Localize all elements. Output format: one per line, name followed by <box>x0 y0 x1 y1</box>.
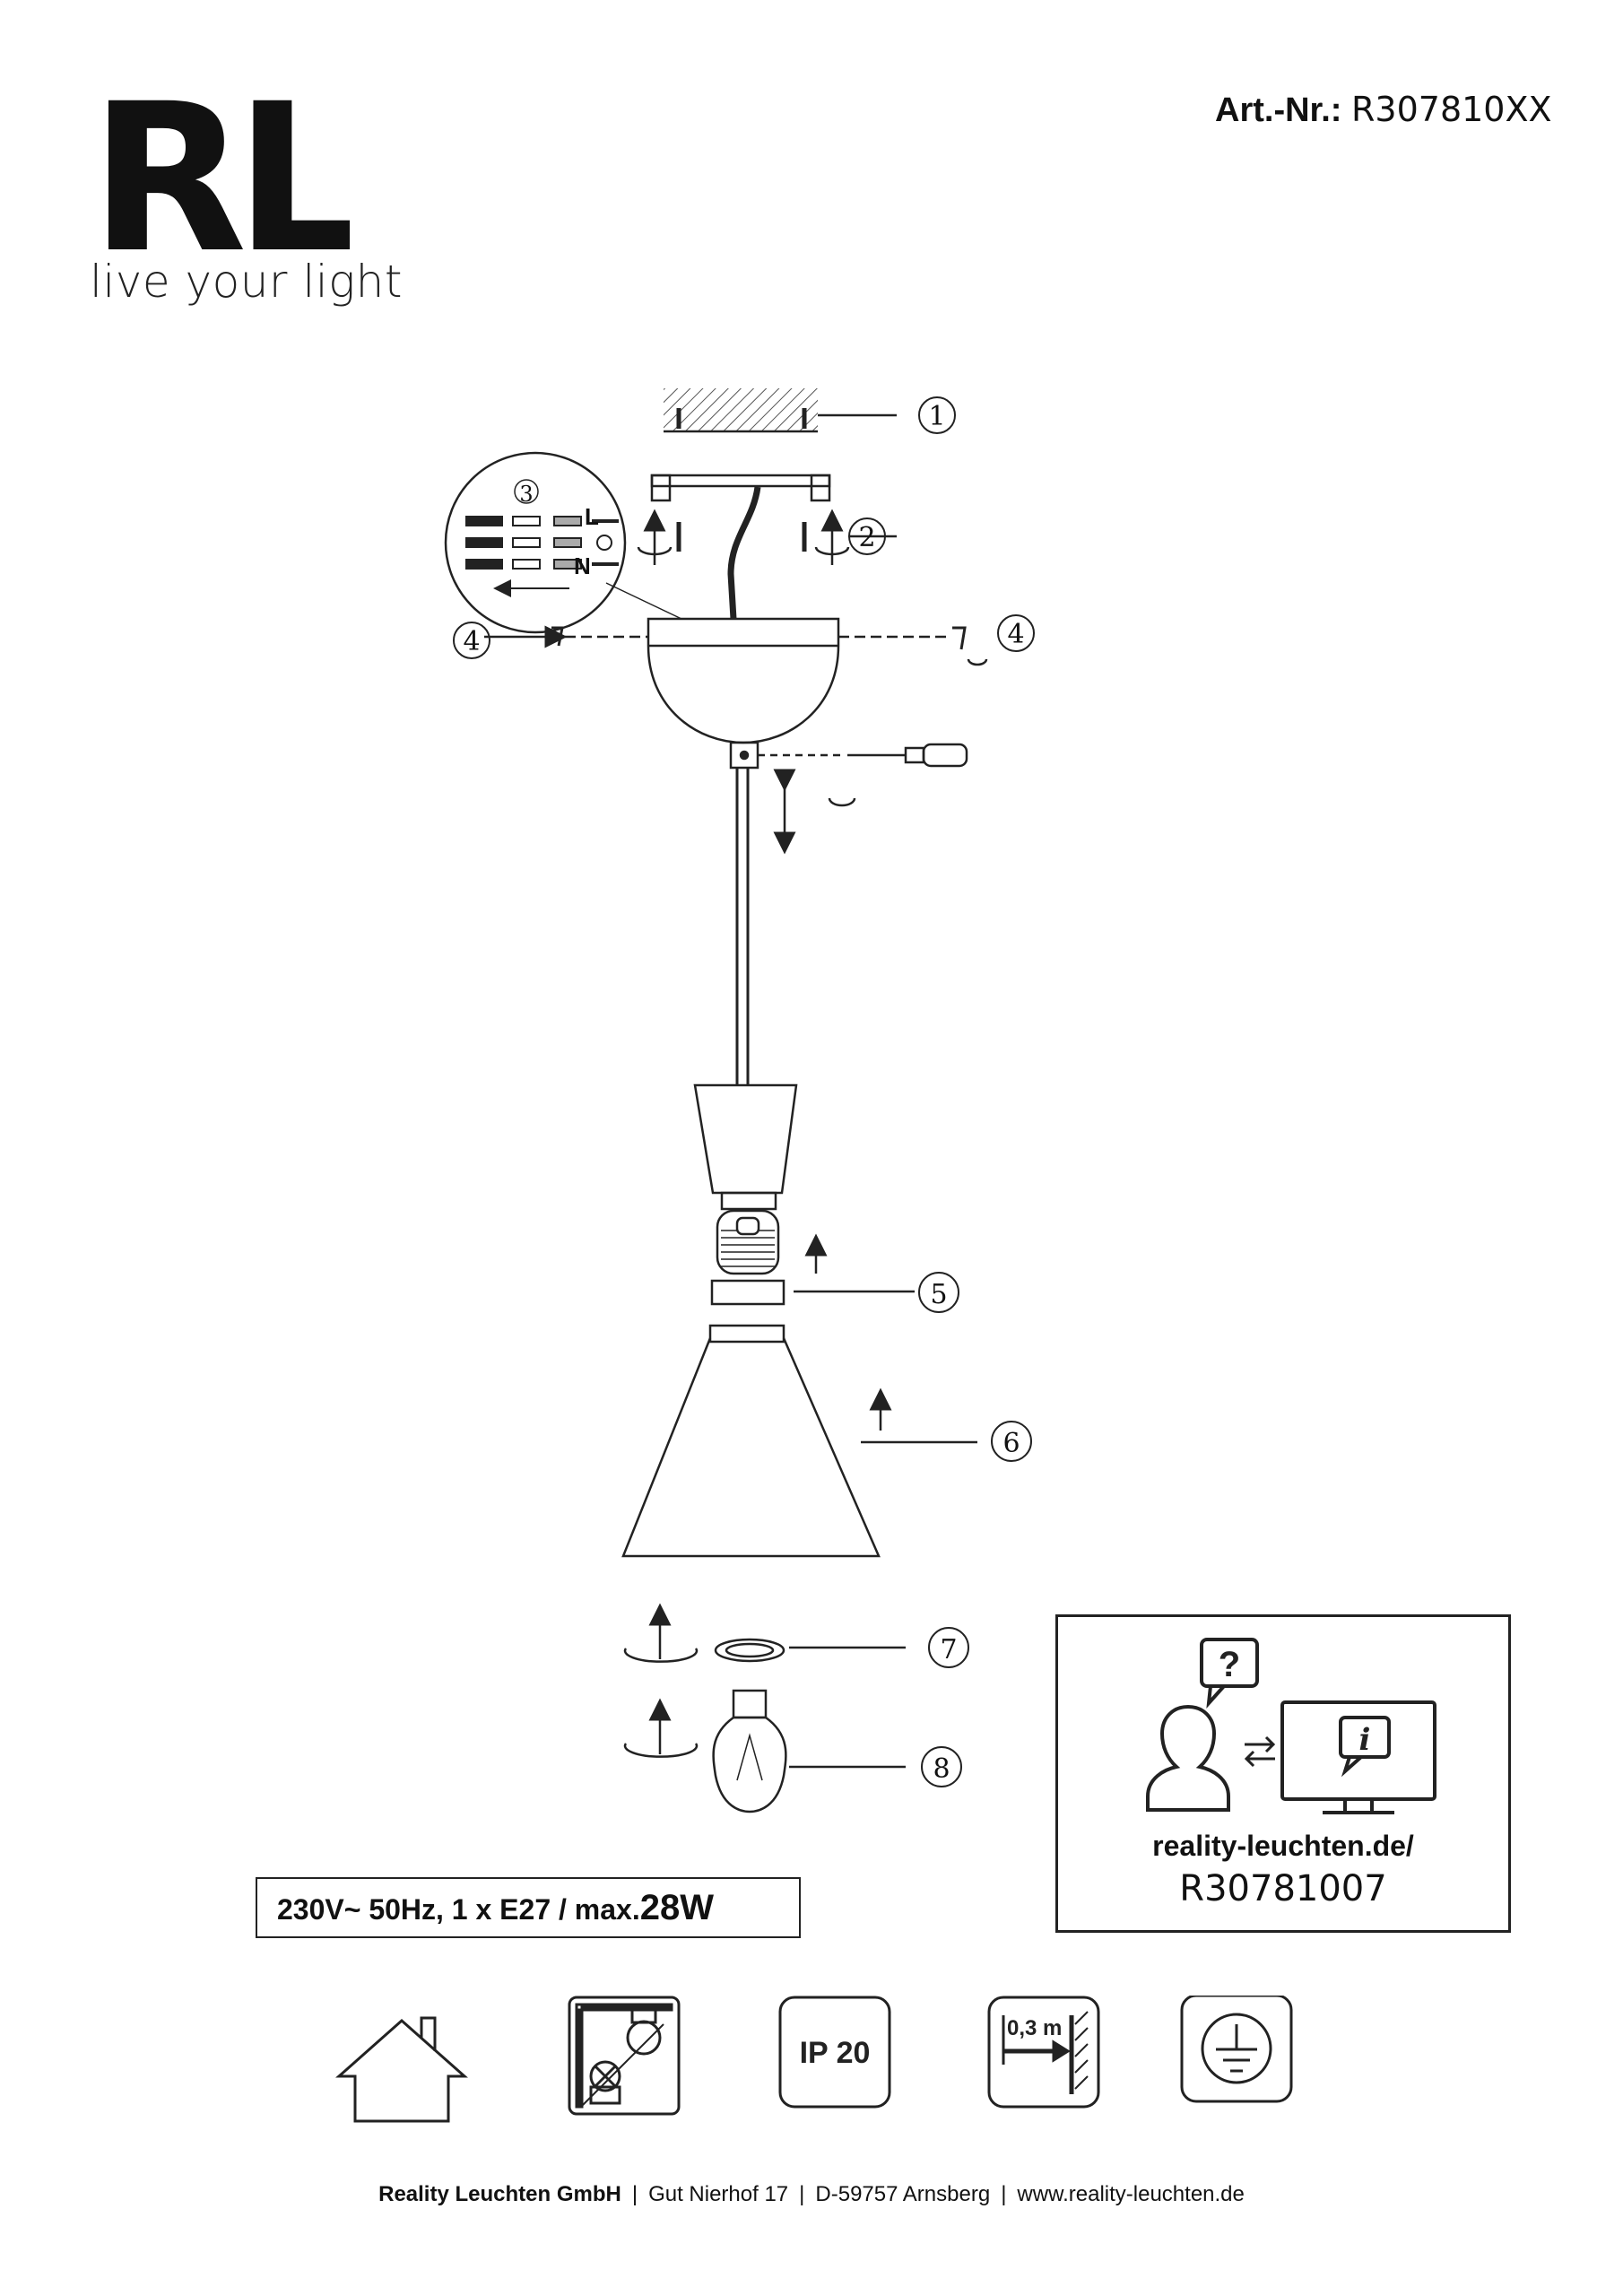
safety-symbols-row: IP 20 0,3 m <box>335 1996 1293 2123</box>
assembly-diagram: L N <box>444 388 1035 1813</box>
article-number-value: R307810XX <box>1351 90 1552 129</box>
support-icon: ? i <box>1146 1638 1436 1814</box>
callout-4-right-label: 4 <box>1007 619 1024 650</box>
footer-city: D-59757 Arnsberg <box>815 2182 991 2206</box>
footer: Reality Leuchten GmbH|Gut Nierhof 17|D-5… <box>378 2182 1245 2206</box>
user-icon <box>1146 1704 1230 1812</box>
article-number: Art.-Nr.: R307810XX <box>1215 90 1552 130</box>
logo-mark: RL <box>90 90 350 256</box>
wattage-value: 28W <box>639 1888 714 1927</box>
callout-7-label: 7 <box>940 1634 957 1665</box>
callout-5-label: 5 <box>930 1279 947 1310</box>
wire-live-label: L <box>585 503 599 530</box>
brand-tagline: live your light <box>90 256 403 308</box>
protective-earth-icon <box>1180 1996 1293 2103</box>
callout-4-left-label: 4 <box>463 626 480 657</box>
min-distance-icon: 0,3 m <box>987 1996 1100 2109</box>
question-bubble-icon: ? <box>1200 1638 1259 1709</box>
not-for-recessed-ceiling-icon <box>568 1996 681 2116</box>
retaining-ring <box>623 1603 906 1663</box>
ip-rating-label: IP 20 <box>800 2036 871 2070</box>
callout-1-label: 1 <box>928 401 945 432</box>
support-info-box: ? i reality-leuchten.de/ R30781007 <box>1055 1614 1511 1933</box>
callout-1 <box>918 396 956 434</box>
wiring-detail-inset: L N <box>444 451 682 634</box>
callout-3-label: 3 <box>519 482 533 507</box>
callout-6-label: 6 <box>1002 1428 1020 1459</box>
svg-text:i: i <box>1359 1722 1371 1758</box>
callout-2-label: 2 <box>858 522 875 553</box>
light-bulb-icon <box>623 1689 906 1813</box>
indoor-house-icon <box>335 2016 468 2123</box>
cable-grip <box>729 741 856 855</box>
callout-5 <box>918 1272 959 1313</box>
electrical-spec-box: 230V~ 50Hz, 1 x E27 / max.28W <box>256 1877 801 1938</box>
footer-website[interactable]: www.reality-leuchten.de <box>1017 2182 1245 2206</box>
supply-cable <box>727 486 761 620</box>
upper-cone <box>693 1083 798 1195</box>
support-url[interactable]: reality-leuchten.de/ <box>1152 1830 1414 1862</box>
callout-2 <box>848 517 886 555</box>
electrical-spec-text: 230V~ 50Hz, 1 x E27 / max. <box>277 1893 640 1926</box>
mounting-bracket <box>637 474 897 565</box>
callout-6 <box>991 1421 1032 1462</box>
callout-4-left <box>453 622 490 659</box>
min-distance-label: 0,3 m <box>1007 2016 1062 2040</box>
ceiling-plate <box>664 388 897 433</box>
shade-ring <box>710 1233 915 1306</box>
rl-logo-icon: RL <box>90 90 350 256</box>
callout-8 <box>921 1746 962 1787</box>
lamp-shade <box>621 1324 977 1558</box>
support-code: R30781007 <box>1179 1868 1387 1909</box>
ceiling-canopy <box>484 617 988 744</box>
callout-4-right <box>997 614 1035 652</box>
callout-8-label: 8 <box>933 1753 950 1785</box>
footer-company: Reality Leuchten GmbH <box>378 2182 621 2206</box>
ip-rating-icon: IP 20 <box>778 1996 891 2109</box>
article-number-label: Art.-Nr.: <box>1215 91 1342 129</box>
footer-address: Gut Nierhof 17 <box>648 2182 789 2206</box>
wire-neutral-label: N <box>574 552 591 579</box>
lamp-holder <box>716 1209 780 1275</box>
monitor-info-icon: i <box>1280 1700 1436 1814</box>
screwdriver-icon <box>847 743 968 768</box>
callout-7 <box>928 1627 969 1668</box>
svg-text:?: ? <box>1219 1645 1240 1684</box>
swap-arrows-icon <box>1244 1735 1276 1768</box>
